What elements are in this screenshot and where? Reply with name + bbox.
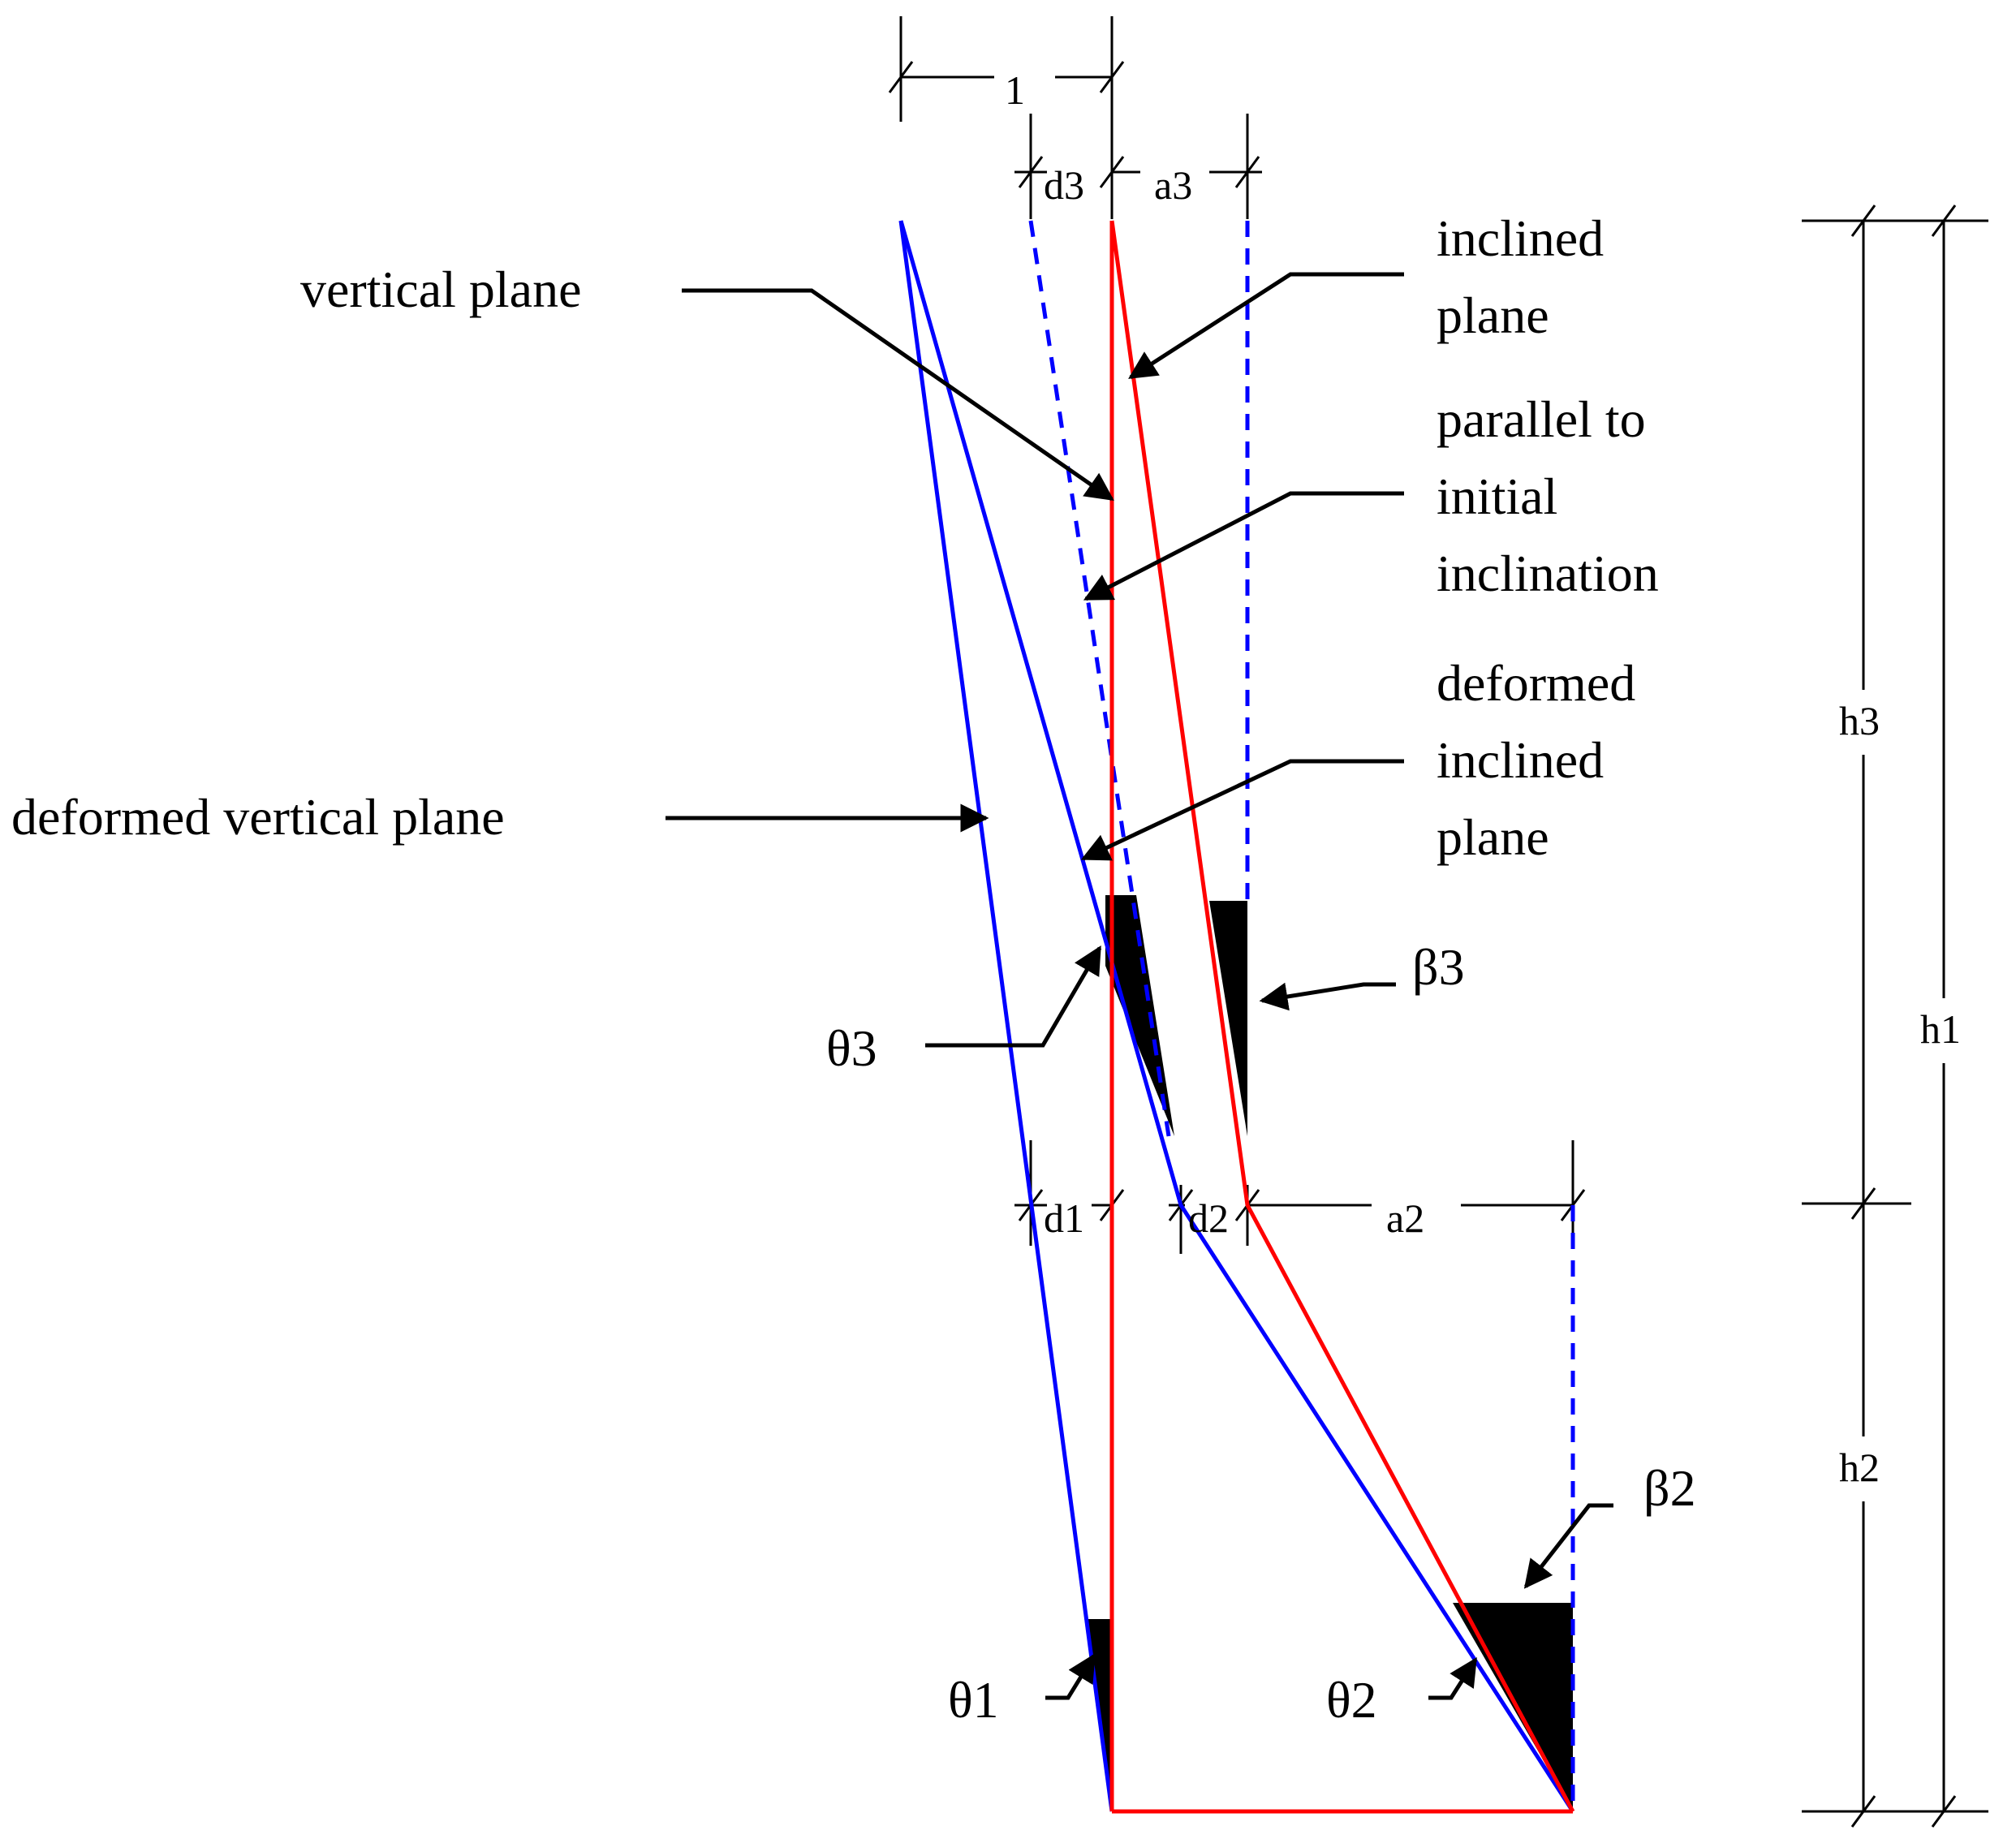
deformed-lines	[898, 220, 1575, 1813]
beta3-wedge	[1209, 901, 1247, 1136]
label-theta3: θ3	[826, 1019, 877, 1077]
label-parallel-1: parallel to	[1437, 390, 1646, 448]
dimension-lines	[888, 16, 1988, 1828]
parallel-leader	[1083, 491, 1404, 601]
deformed-inclined-leader	[1080, 759, 1404, 861]
label-theta1: θ1	[948, 1671, 999, 1729]
label-deformed-inclined-1: deformed	[1437, 654, 1635, 712]
label-vertical-plane: vertical plane	[300, 261, 581, 318]
beta3-leader	[1259, 982, 1396, 1011]
label-deformed-vertical-plane: deformed vertical plane	[11, 788, 505, 846]
leader-lines	[666, 272, 1613, 1700]
deformed-vertical-plane-line	[898, 220, 1114, 1812]
label-deformed-inclined-2: inclined	[1437, 731, 1604, 789]
dim-label-a3: a3	[1154, 162, 1192, 208]
theta3-leader	[925, 945, 1102, 1048]
label-parallel-3: inclination	[1437, 545, 1659, 602]
initial-lines	[1109, 220, 1575, 1814]
theta3-wedge	[1105, 895, 1174, 1136]
text-labels: vertical plane inclined plane parallel t…	[11, 67, 1961, 1729]
theta2-leader	[1428, 1657, 1478, 1700]
vertical-plane-leader	[682, 288, 1114, 502]
dim-label-1: 1	[1005, 67, 1025, 113]
parallel-to-initial-inclination-line	[1028, 220, 1171, 1137]
inclined-plane-red-line	[1109, 220, 1575, 1813]
theta1-leader	[1045, 1653, 1096, 1700]
dim-label-d1: d1	[1044, 1195, 1084, 1241]
deformed-inclined-plane-line	[898, 220, 1575, 1813]
beta2-leader	[1523, 1503, 1613, 1589]
dim-label-a2: a2	[1386, 1195, 1424, 1241]
label-beta2: β2	[1643, 1459, 1696, 1517]
dim-label-h1: h1	[1920, 1006, 1961, 1052]
inclined-plane-leader	[1128, 272, 1404, 380]
dashed-reference-lines	[1028, 220, 1575, 1811]
dim-label-h3: h3	[1839, 698, 1880, 743]
dim-label-h2: h2	[1839, 1445, 1880, 1490]
dim-label-d3: d3	[1044, 162, 1084, 208]
label-inclined-plane-1: inclined	[1437, 209, 1604, 267]
label-deformed-inclined-3: plane	[1437, 808, 1549, 866]
label-parallel-2: initial	[1437, 467, 1557, 525]
label-theta2: θ2	[1326, 1671, 1377, 1729]
dim-label-d2: d2	[1188, 1195, 1229, 1241]
label-beta3: β3	[1412, 938, 1465, 996]
label-inclined-plane-2: plane	[1437, 286, 1549, 344]
